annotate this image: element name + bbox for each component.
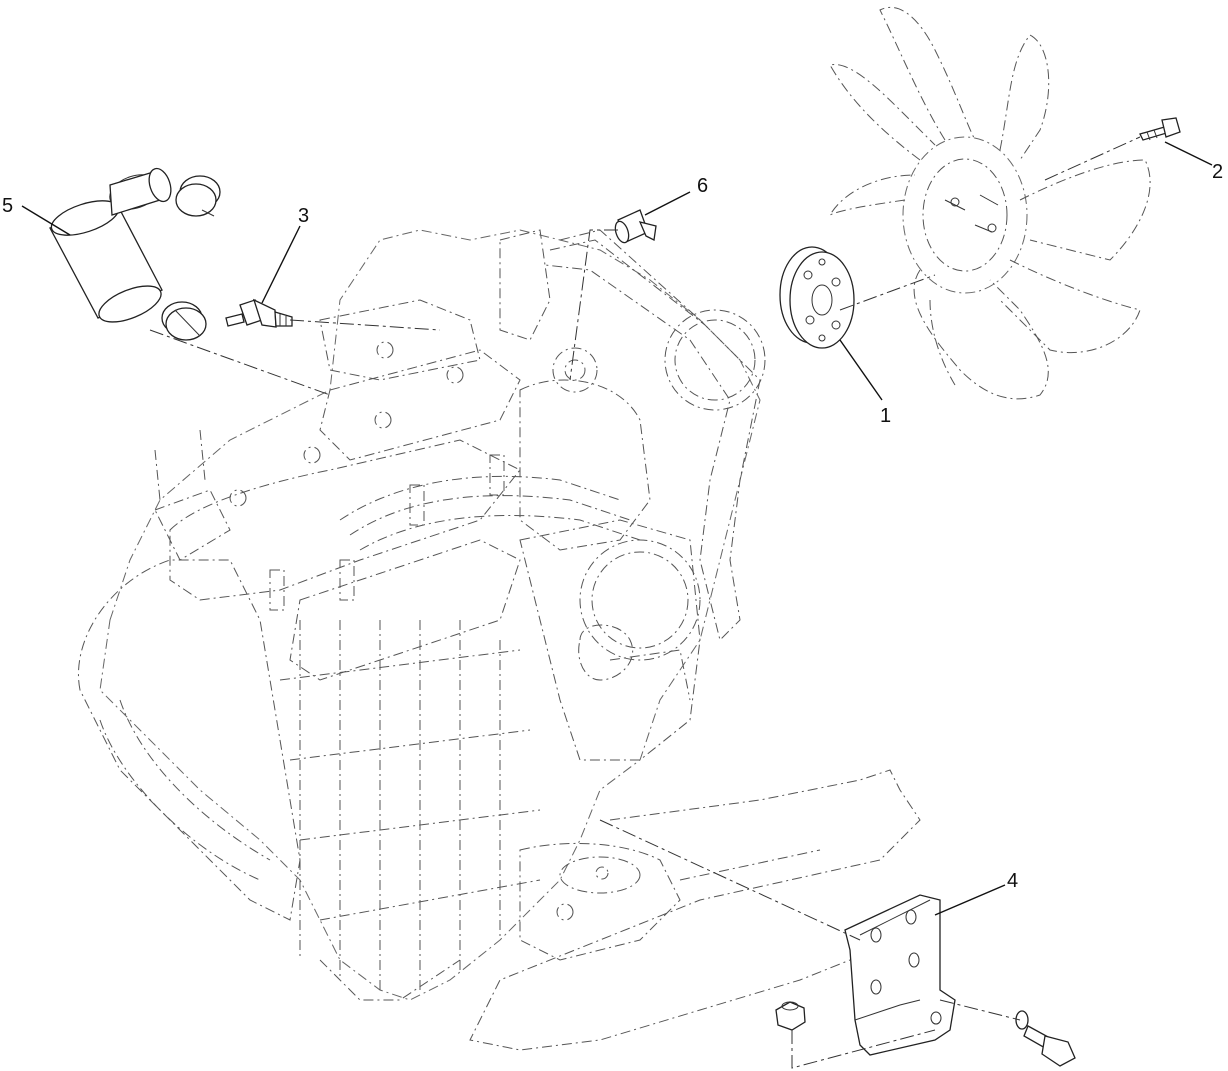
leader-1 <box>839 339 883 401</box>
callout-leaders <box>21 141 1213 916</box>
callout-6: 6 <box>697 175 708 197</box>
leader-6 <box>644 191 691 216</box>
callout-4: 4 <box>1007 870 1018 892</box>
callout-3: 3 <box>298 205 309 227</box>
flange-nut <box>775 1001 806 1031</box>
leader-3 <box>261 225 301 304</box>
mount-bolt <box>1015 1010 1076 1067</box>
fan-capscrew <box>1139 117 1181 141</box>
cooling-fan-phantom <box>828 6 1151 400</box>
leader-5 <box>21 205 71 236</box>
leader-2 <box>1164 141 1213 166</box>
hose-clamp-upper <box>175 175 221 217</box>
hose-clamp-lower <box>161 301 207 341</box>
engine-mount-bracket <box>844 894 956 1056</box>
leader-4 <box>934 884 1006 916</box>
callout-5: 5 <box>2 195 13 217</box>
callout-labels: 1 2 3 4 5 6 <box>2 161 1223 892</box>
oil-pressure-switch <box>614 209 657 244</box>
assembly-centerlines <box>149 136 1141 1069</box>
engine-phantom <box>78 229 921 1051</box>
fan-spacer <box>779 246 855 349</box>
callout-1: 1 <box>880 405 891 427</box>
temperature-sender <box>225 298 293 328</box>
callout-2: 2 <box>1212 161 1223 183</box>
coolant-hose <box>49 167 172 323</box>
